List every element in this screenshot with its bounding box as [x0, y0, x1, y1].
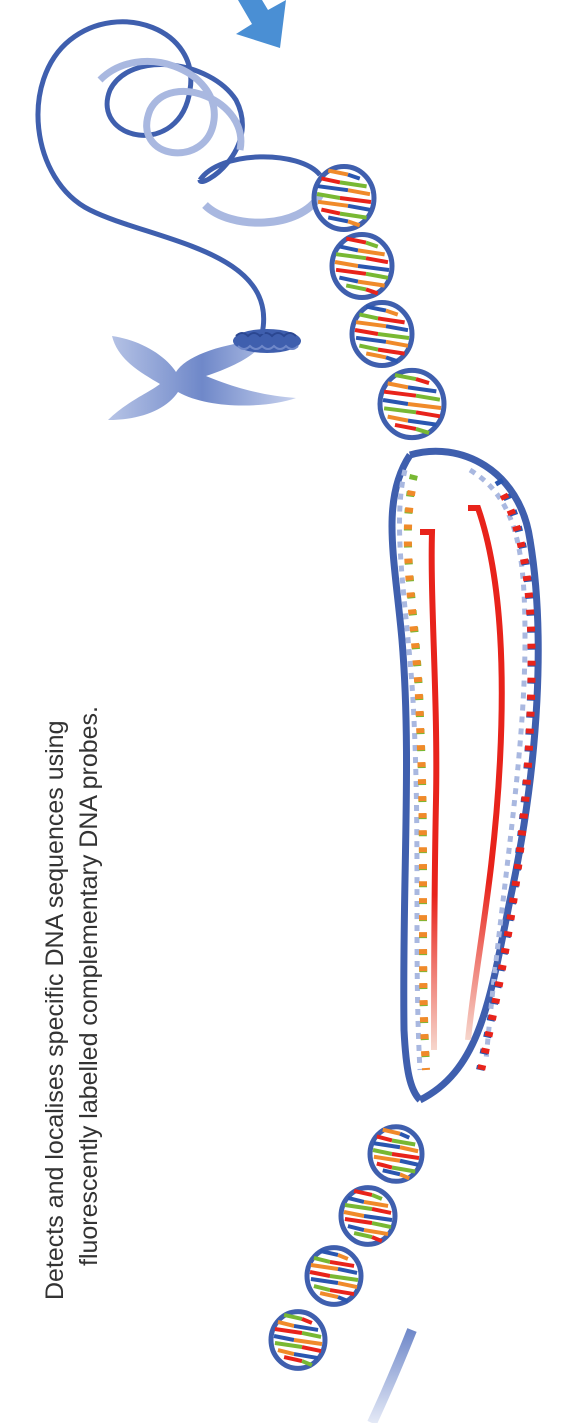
chromosome-icon — [108, 329, 301, 420]
dna-helix-upper — [314, 167, 444, 438]
probe-region — [392, 451, 538, 1100]
strand-tail — [372, 1330, 412, 1423]
arrow-icon — [236, 0, 286, 48]
probe-strand-icon — [420, 532, 436, 1050]
dna-helix-icon — [38, 22, 320, 334]
dna-helix-lower — [271, 1127, 422, 1369]
